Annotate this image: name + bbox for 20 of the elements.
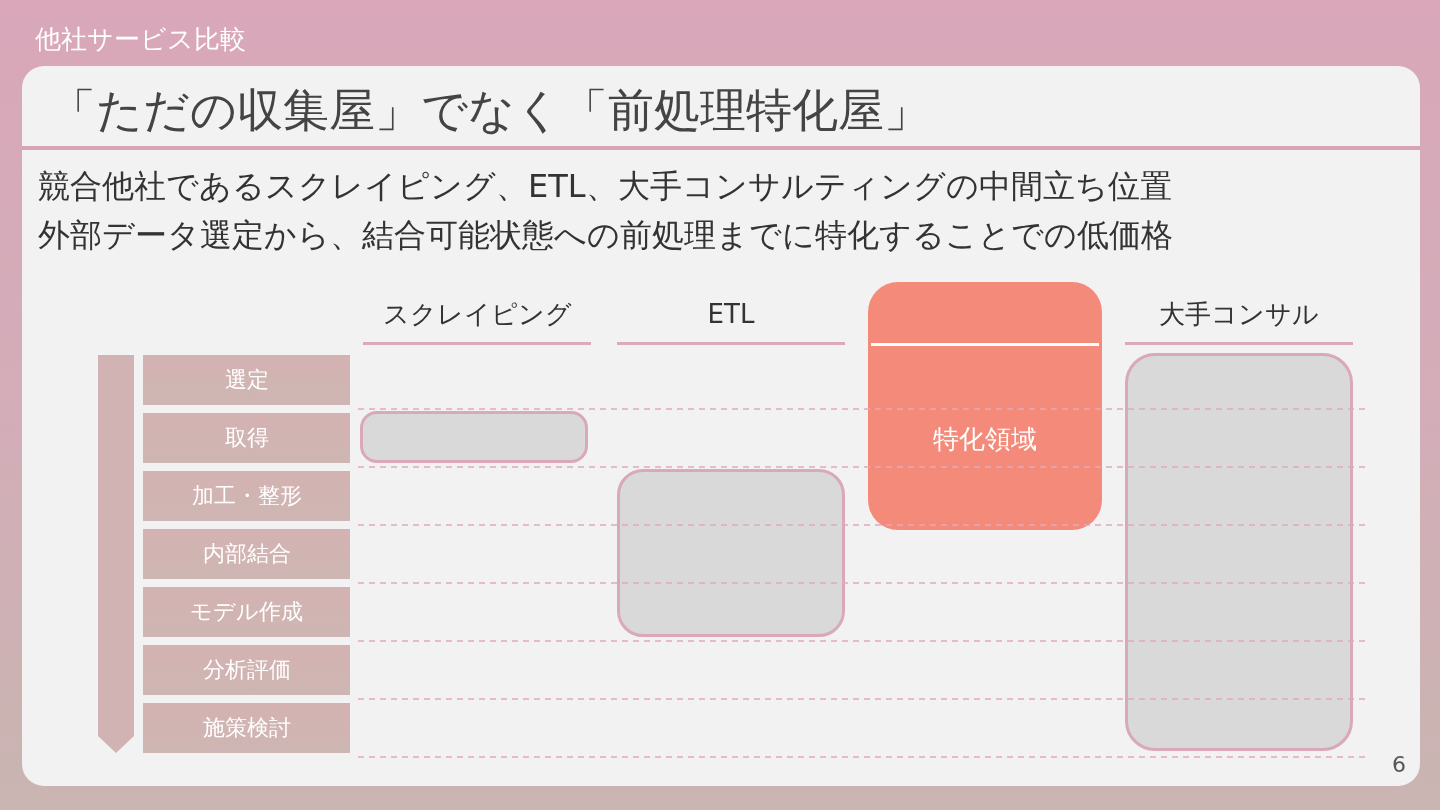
column-heading: ETL [617, 294, 845, 345]
column-heading: スクレイピング [363, 294, 591, 345]
process-step-label: 加工・整形 [143, 471, 350, 521]
column-heading: 大手コンサル [1125, 294, 1353, 345]
process-step-label: 選定 [143, 355, 350, 405]
process-step-label: 取得 [143, 413, 350, 463]
process-step-label: 内部結合 [143, 529, 350, 579]
coverage-bar [617, 469, 845, 637]
highlight-panel [868, 282, 1102, 530]
page-number: 6 [1392, 751, 1406, 779]
process-step-label: モデル作成 [143, 587, 350, 637]
process-step-label: 施策検討 [143, 703, 350, 753]
body-text: 競合他社であるスクレイピング、ETL、大手コンサルティングの中間立ち位置 [38, 166, 1172, 207]
section-label: 他社サービス比較 [35, 23, 246, 56]
slide-title: 「ただの収集屋」でなく「前処理特化屋」 [50, 82, 930, 138]
coverage-bar [1125, 353, 1353, 751]
body-text: 外部データ選定から、結合可能状態への前処理までに特化することでの低価格 [38, 215, 1173, 256]
coverage-bar [360, 411, 588, 463]
focus-area-text: 特化領域 [932, 423, 1038, 456]
process-step-label: 分析評価 [143, 645, 350, 695]
